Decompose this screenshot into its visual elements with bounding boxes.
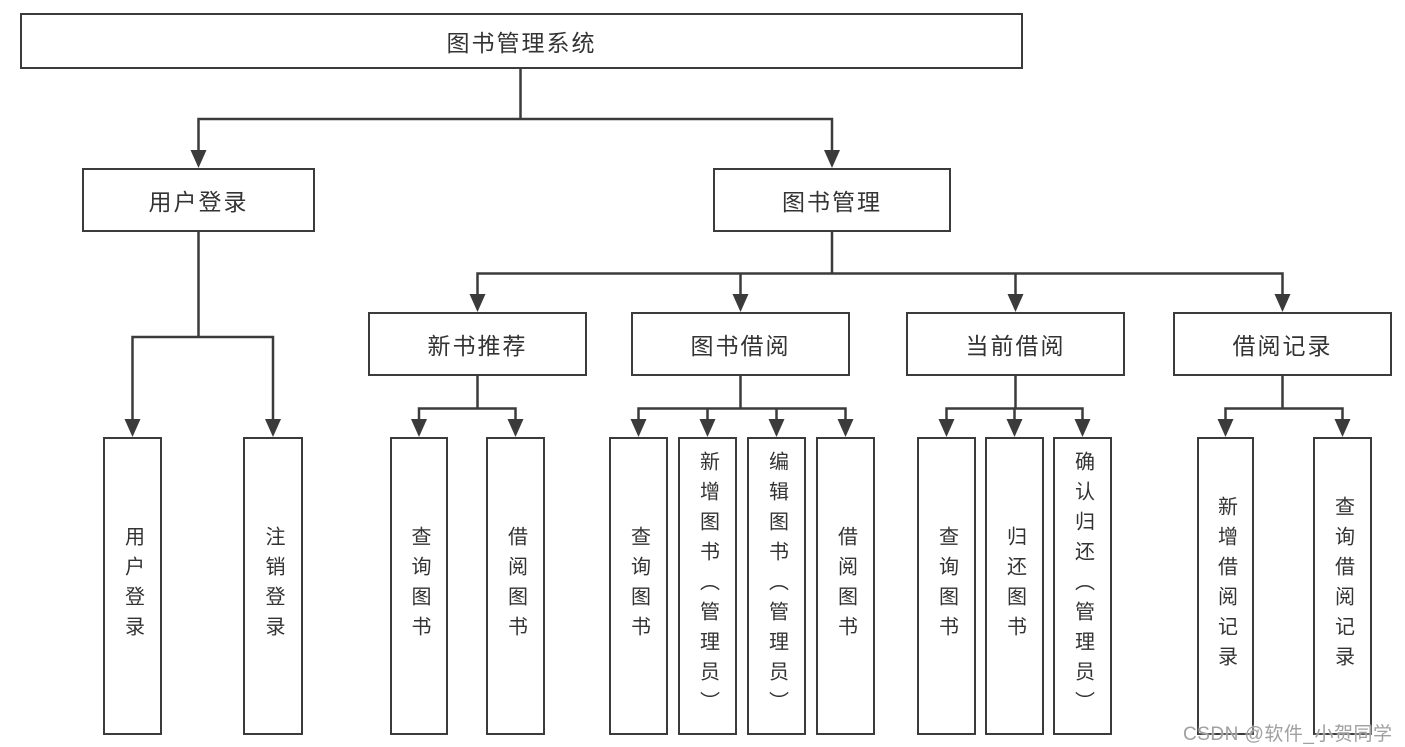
leaf-query-books-2: 查询图书 bbox=[609, 437, 668, 735]
leaf-add-books-admin-label: 新增图书（管理员） bbox=[696, 451, 719, 721]
leaf-query-books-3: 查询图书 bbox=[917, 437, 976, 735]
leaf-borrow-books-1: 借阅图书 bbox=[486, 437, 545, 735]
leaf-logout-label: 注销登录 bbox=[262, 526, 284, 646]
node-book-borrowing-label: 图书借阅 bbox=[690, 333, 791, 359]
node-book-borrowing: 图书借阅 bbox=[631, 312, 850, 376]
leaf-edit-books-admin: 编辑图书（管理员） bbox=[747, 437, 806, 735]
node-current-borrowing: 当前借阅 bbox=[906, 312, 1125, 376]
node-book-management-label: 图书管理 bbox=[782, 189, 882, 215]
node-new-book-recommend: 新书推荐 bbox=[368, 312, 587, 376]
node-root: 图书管理系统 bbox=[20, 13, 1023, 69]
node-borrowing-records: 借阅记录 bbox=[1173, 312, 1392, 376]
node-borrowing-records-label: 借阅记录 bbox=[1232, 333, 1333, 359]
leaf-user-login: 用户登录 bbox=[103, 437, 162, 735]
leaf-return-books: 归还图书 bbox=[985, 437, 1044, 735]
csdn-watermark: CSDN @软件_小贺同学 bbox=[1183, 724, 1393, 745]
node-new-book-recommend-label: 新书推荐 bbox=[427, 333, 528, 359]
node-user-login: 用户登录 bbox=[82, 168, 315, 232]
leaf-query-borrow-record-label: 查询借阅记录 bbox=[1331, 496, 1354, 676]
leaf-query-books-1: 查询图书 bbox=[390, 437, 448, 735]
node-book-management: 图书管理 bbox=[713, 168, 951, 232]
leaf-query-books-3-label: 查询图书 bbox=[935, 526, 958, 646]
leaf-logout: 注销登录 bbox=[243, 437, 303, 735]
leaf-return-books-label: 归还图书 bbox=[1003, 526, 1026, 646]
node-current-borrowing-label: 当前借阅 bbox=[965, 333, 1066, 359]
leaf-query-books-2-label: 查询图书 bbox=[627, 526, 650, 646]
leaf-confirm-return-admin: 确认归还（管理员） bbox=[1053, 437, 1112, 735]
leaf-add-books-admin: 新增图书（管理员） bbox=[678, 437, 737, 735]
leaf-borrow-books-1-label: 借阅图书 bbox=[504, 526, 527, 646]
leaf-query-books-1-label: 查询图书 bbox=[408, 526, 430, 646]
leaf-add-borrow-record-label: 新增借阅记录 bbox=[1214, 496, 1237, 676]
node-root-label: 图书管理系统 bbox=[446, 30, 597, 56]
leaf-confirm-return-admin-label: 确认归还（管理员） bbox=[1071, 451, 1094, 721]
leaf-user-login-label: 用户登录 bbox=[121, 526, 144, 646]
node-user-login-label: 用户登录 bbox=[148, 189, 249, 215]
leaf-add-borrow-record: 新增借阅记录 bbox=[1197, 437, 1254, 735]
leaf-borrow-books-2-label: 借阅图书 bbox=[834, 526, 857, 646]
leaf-query-borrow-record: 查询借阅记录 bbox=[1313, 437, 1372, 735]
leaf-borrow-books-2: 借阅图书 bbox=[816, 437, 875, 735]
leaf-edit-books-admin-label: 编辑图书（管理员） bbox=[765, 451, 788, 721]
